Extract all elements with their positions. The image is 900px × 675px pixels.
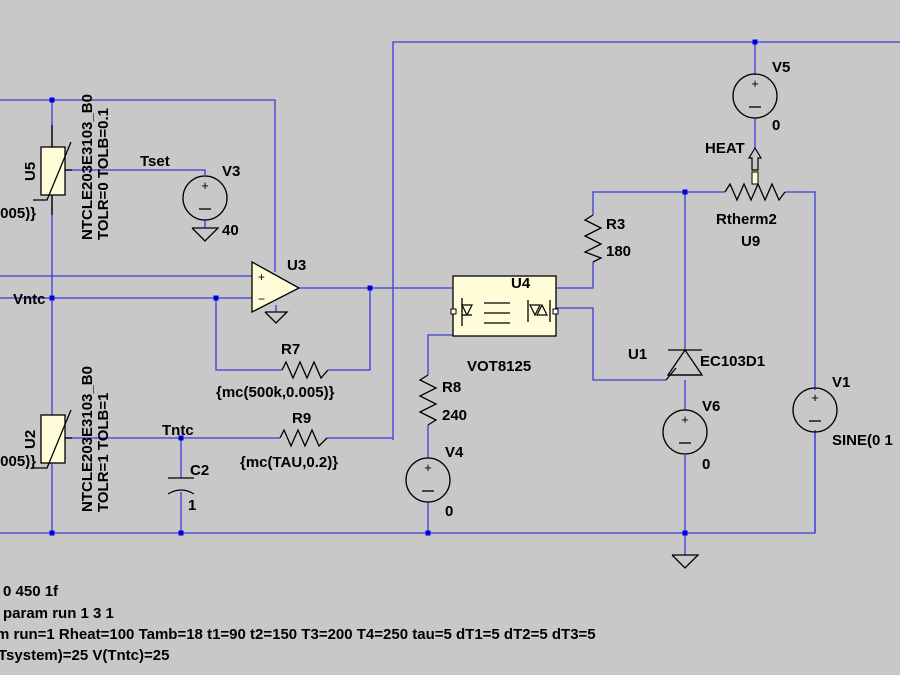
svg-text:+: + [751, 76, 759, 91]
v6-ref-label: V6 [702, 398, 720, 415]
svg-text:+: + [424, 460, 432, 475]
resistor-rtherm2[interactable] [724, 171, 786, 202]
heat-port-label: HEAT [705, 140, 745, 157]
v5-value-label: 0 [772, 117, 780, 134]
wire-top-rail [392, 41, 900, 440]
wire-ground-rail [0, 430, 816, 534]
junction-dot [425, 530, 431, 536]
voltage-source-v4[interactable]: + [405, 457, 451, 503]
spice-directives: 0 450 1f param run 1 3 1 m run=1 Rheat=1… [0, 583, 596, 664]
optocoupler-u4[interactable] [450, 275, 559, 337]
u2-model-label: NTCLE203E3103_B0 [79, 366, 96, 512]
opamp-u3[interactable]: + − [251, 260, 301, 324]
junction-dot [367, 285, 373, 291]
junction-dot [49, 97, 55, 103]
voltage-source-v6[interactable]: + [662, 409, 708, 455]
u2-ref-label: U2 [22, 430, 39, 449]
u5-param-label: .005)} [0, 205, 36, 222]
junction-dot [682, 189, 688, 195]
r3-value-label: 180 [606, 243, 631, 260]
v1-ref-label: V1 [832, 374, 850, 391]
svg-text:+: + [811, 390, 819, 405]
wire-r3-top [592, 191, 725, 215]
svg-text:+: + [201, 178, 209, 193]
svg-text:+: + [258, 270, 265, 284]
junction-dot [752, 39, 758, 45]
junctions [49, 39, 758, 536]
resistor-r9[interactable] [279, 428, 328, 448]
junction-dot [682, 530, 688, 536]
u5-tol-label: TOLR=0 TOLB=0.1 [95, 108, 112, 240]
scr-u1[interactable] [665, 348, 704, 381]
v5-ref-label: V5 [772, 59, 790, 76]
v1-value-label: SINE(0 1 [832, 432, 893, 449]
directive-ic: Tsystem)=25 V(Tntc)=25 [0, 647, 169, 664]
voltage-source-v5[interactable]: + [732, 73, 778, 119]
r8-ref-label: R8 [442, 379, 461, 396]
u5-ref-label: U5 [22, 162, 39, 181]
r3-ref-label: R3 [606, 216, 625, 233]
resistor-r3[interactable] [583, 214, 603, 263]
v4-ref-label: V4 [445, 444, 464, 461]
u4-model-label: VOT8125 [467, 358, 531, 375]
svg-text:−: − [258, 292, 265, 306]
r8-value-label: 240 [442, 407, 467, 424]
u9-ref-label: U9 [741, 233, 760, 250]
wire-r7-left [215, 298, 282, 371]
wire-v1-top [785, 191, 816, 390]
c2-ref-label: C2 [190, 462, 209, 479]
v6-value-label: 0 [702, 456, 710, 473]
u3-ref-label: U3 [287, 257, 306, 274]
tntc-net-label: Tntc [162, 422, 194, 439]
wire-r8-top [427, 334, 453, 375]
rtherm2-ref-label: Rtherm2 [716, 211, 777, 228]
ground-symbol [671, 554, 700, 569]
r9-value-label: {mc(TAU,0.2)} [240, 454, 338, 471]
directive-tran: 0 450 1f [3, 583, 59, 600]
u2-param-label: .005)} [0, 453, 36, 470]
junction-dot [213, 295, 219, 301]
thermistor-u5[interactable] [33, 125, 72, 215]
u4-ref-label: U4 [511, 275, 531, 292]
voltage-source-v1[interactable]: + [792, 387, 838, 433]
junction-dot [49, 530, 55, 536]
r7-ref-label: R7 [281, 341, 300, 358]
directive-param: m run=1 Rheat=100 Tamb=18 t1=90 t2=150 T… [0, 626, 596, 643]
thermistor-u2[interactable] [33, 409, 72, 469]
wire-scr-gate [556, 307, 666, 381]
svg-text:+: + [681, 412, 689, 427]
v3-ref-label: V3 [222, 163, 240, 180]
junction-dot [178, 435, 184, 441]
u5-model-label: NTCLE203E3103_B0 [79, 94, 96, 240]
v4-value-label: 0 [445, 503, 453, 520]
junction-dot [49, 295, 55, 301]
tset-net-label: Tset [140, 153, 170, 170]
resistor-r7[interactable] [281, 360, 329, 380]
capacitor-c2[interactable] [167, 477, 195, 495]
wire-u5-top [0, 99, 276, 272]
heat-port-arrow [747, 146, 763, 171]
wire-tset [66, 169, 206, 175]
wires [0, 41, 900, 555]
u1-model-label: EC103D1 [700, 353, 765, 370]
r9-ref-label: R9 [292, 410, 311, 427]
voltage-source-v3[interactable]: + [182, 175, 228, 242]
wire-r7-right [328, 288, 371, 371]
c2-value-label: 1 [188, 497, 196, 514]
u1-ref-label: U1 [628, 346, 647, 363]
directive-step: param run 1 3 1 [3, 605, 114, 622]
junction-dot [178, 530, 184, 536]
vntc-net-label: Vntc [13, 291, 46, 308]
wire-r3-bot [556, 262, 594, 289]
r7-value-label: {mc(500k,0.005)} [216, 384, 335, 401]
labels: U5 NTCLE203E3103_B0 TOLR=0 TOLB=0.1 .005… [0, 59, 893, 520]
u2-tol-label: TOLR=1 TOLB=1 [95, 393, 112, 512]
v3-value-label: 40 [222, 222, 239, 239]
resistor-r8[interactable] [418, 374, 438, 426]
